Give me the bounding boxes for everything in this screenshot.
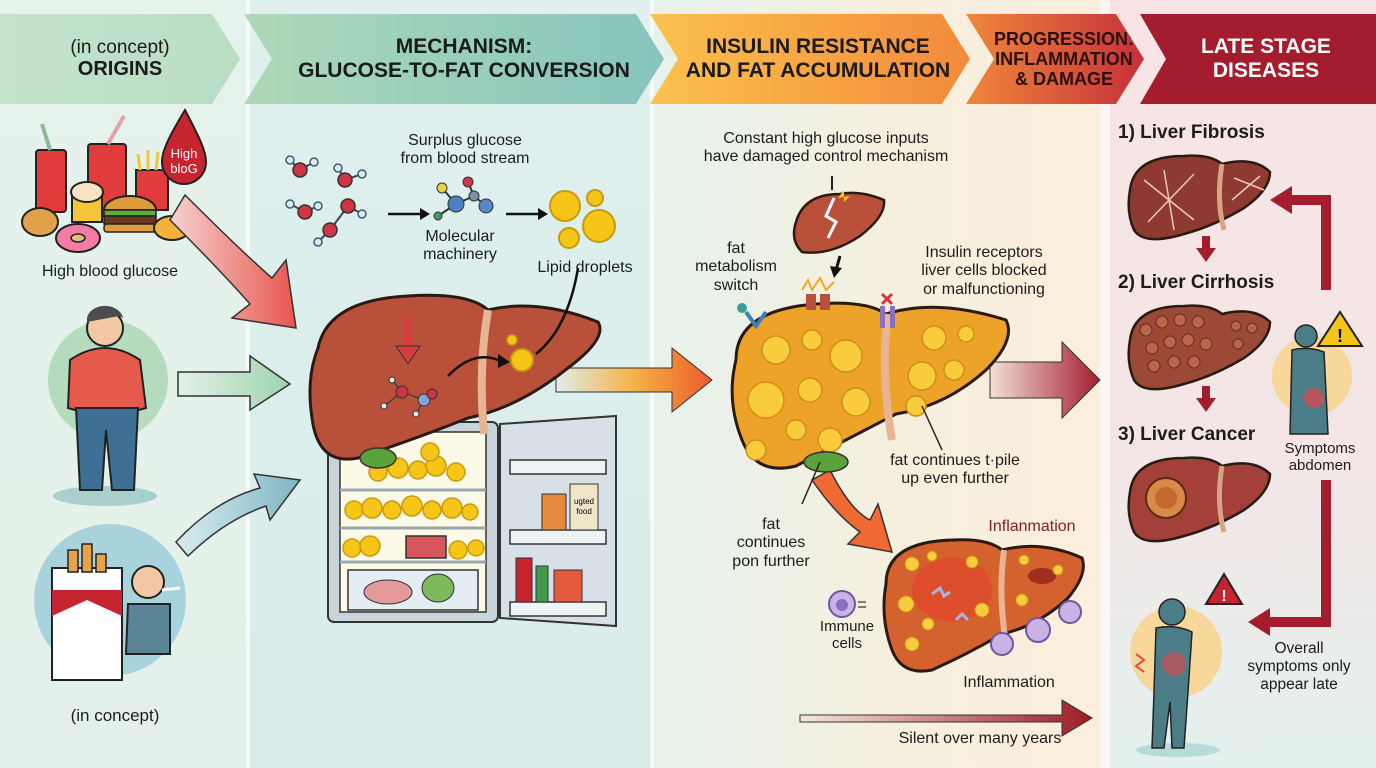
feedback-arrows [1248, 186, 1331, 636]
smoker-head-icon [131, 565, 165, 599]
warning-icon: ! [1204, 572, 1244, 605]
fat-continues-further-label: fat continues pon further [732, 516, 810, 570]
blue-jeans [74, 407, 140, 491]
onion-ring-icon [153, 215, 191, 241]
down-arrow-icon [1196, 236, 1216, 262]
lipid-droplets-icon [549, 189, 616, 249]
fat-droplets-in-fridge [342, 442, 485, 560]
junk-food-illustration: High bloG [21, 107, 208, 253]
inflammation-title-label: Inflanmation [988, 518, 1076, 535]
arrow-to-overall-symptoms [1248, 608, 1270, 636]
svg-text:food: food [576, 507, 592, 516]
svg-text:bloG: bloG [170, 161, 197, 176]
smoking-illustration [34, 524, 186, 681]
header-mechanism-line1: MECHANISM: [395, 35, 533, 59]
inflammation-bottom-label: Inflammation [963, 674, 1055, 691]
overweight-person-illustration [48, 305, 168, 506]
header-origins-title: ORIGINS [77, 58, 163, 81]
blood-drop-icon [160, 107, 208, 185]
header-insulin-resistance: INSULIN RESISTANCE AND FAT ACCUMULATION [650, 14, 970, 104]
liver-shape [308, 293, 602, 461]
cigarette-pack-icon [51, 567, 123, 681]
svg-text:!: ! [1337, 326, 1343, 346]
cancer-liver-illustration [1127, 456, 1272, 543]
in-concept-caption: (in concept) [70, 706, 160, 725]
header-late-stage: LATE STAGE DISEASES [1140, 14, 1376, 104]
fatty-liver-illustration [730, 276, 1010, 505]
down-arrow-icon [1196, 386, 1216, 412]
header-progression-line3: & DAMAGE [1015, 69, 1113, 90]
warning-icon: ! [1316, 310, 1364, 347]
insulin-receptors-label: Insulin receptors liver cells blocked or… [921, 244, 1047, 298]
scar-tissue [1143, 169, 1265, 231]
constant-high-glucose-label: Constant high glucose inputs have damage… [703, 130, 949, 166]
header-late-line2: DISEASES [1212, 59, 1320, 82]
silent-over-many-years-label: Silent over many years [898, 730, 1062, 747]
header-mechanism-line2: GLUCOSE-TO-FAT CONVERSION [298, 59, 630, 82]
header-progression-line1: PROGRESSION: [993, 28, 1135, 49]
header-origins-sub: (in concept) [70, 37, 170, 59]
inflamed-liver-illustration [882, 538, 1085, 673]
antibody-receptor-icon [737, 303, 768, 330]
immune-cells-attacking-icon [990, 600, 1082, 656]
svg-text:ugted: ugted [574, 497, 594, 506]
svg-text:!: ! [1221, 588, 1226, 605]
immune-cell-icon [828, 590, 866, 618]
arrow-to-fibrosis [1270, 186, 1292, 214]
fat-continues-pile-label: fat continues t·pile up even further [890, 452, 1020, 488]
cigarette-icon [161, 586, 181, 592]
symptoms-abdomen-label: Symptoms abdomen [1284, 440, 1356, 475]
insulin-receptor-blocked-icon [880, 292, 895, 328]
header-progression: PROGRESSION: INFLAMMATION & DAMAGE [966, 14, 1144, 104]
header-insulin-line1: INSULIN RESISTANCE [706, 35, 930, 59]
symptoms-person-illustration: ! [1272, 310, 1364, 435]
svg-text:High: High [171, 146, 198, 161]
fibrosis-liver-illustration [1127, 154, 1272, 241]
soda-cup-icon [35, 149, 67, 213]
crack-icon [824, 197, 838, 239]
conversion-arrows [388, 208, 548, 220]
header-origins: (in concept) ORIGINS [0, 14, 240, 104]
high-blood-glucose-caption: High blood glucose [41, 263, 179, 280]
header-progression-line2: INFLAMMATION [995, 48, 1133, 69]
glucose-molecules-icon [285, 155, 367, 247]
stage-liver-cirrhosis: 2) Liver Cirrhosis [1118, 272, 1275, 293]
cirrhotic-nodules [1139, 313, 1258, 373]
immune-cells-label: Immune cells [819, 618, 875, 653]
surplus-glucose-label: Surplus glucose from blood stream [400, 132, 530, 168]
fat-globules [745, 325, 975, 461]
cirrhosis-liver-illustration [1127, 304, 1272, 391]
fat-metabolism-switch-label: fat metabolism switch [695, 240, 777, 294]
damaged-liver-icon [792, 176, 886, 278]
fried-chicken-icon [21, 207, 59, 237]
header-late-line1: LATE STAGE [1201, 35, 1331, 59]
healthy-liver-illustration [308, 267, 602, 469]
overall-symptoms-label: Overall symptoms only appear late [1247, 640, 1351, 693]
header-insulin-line2: AND FAT ACCUMULATION [685, 59, 951, 82]
fridge-illustration: ugted food [327, 414, 617, 628]
stage-liver-fibrosis: 1) Liver Fibrosis [1118, 122, 1265, 143]
molecular-machinery-icon [433, 176, 494, 221]
stage-liver-cancer: 3) Liver Cancer [1118, 424, 1256, 445]
red-shirt [66, 347, 148, 415]
fat-droplet-icon [510, 348, 534, 372]
lipid-droplets-label: Lipid droplets [537, 259, 633, 276]
damaged-switch-icon [801, 276, 835, 310]
header-mechanism: MECHANISM: GLUCOSE-TO-FAT CONVERSION [244, 14, 664, 104]
abdominal-pain-person-illustration: ! [1130, 572, 1244, 757]
pain-spot-icon [1304, 388, 1324, 408]
molecular-machinery-label: Molecular machinery [423, 228, 497, 264]
burger-icon [102, 195, 158, 211]
